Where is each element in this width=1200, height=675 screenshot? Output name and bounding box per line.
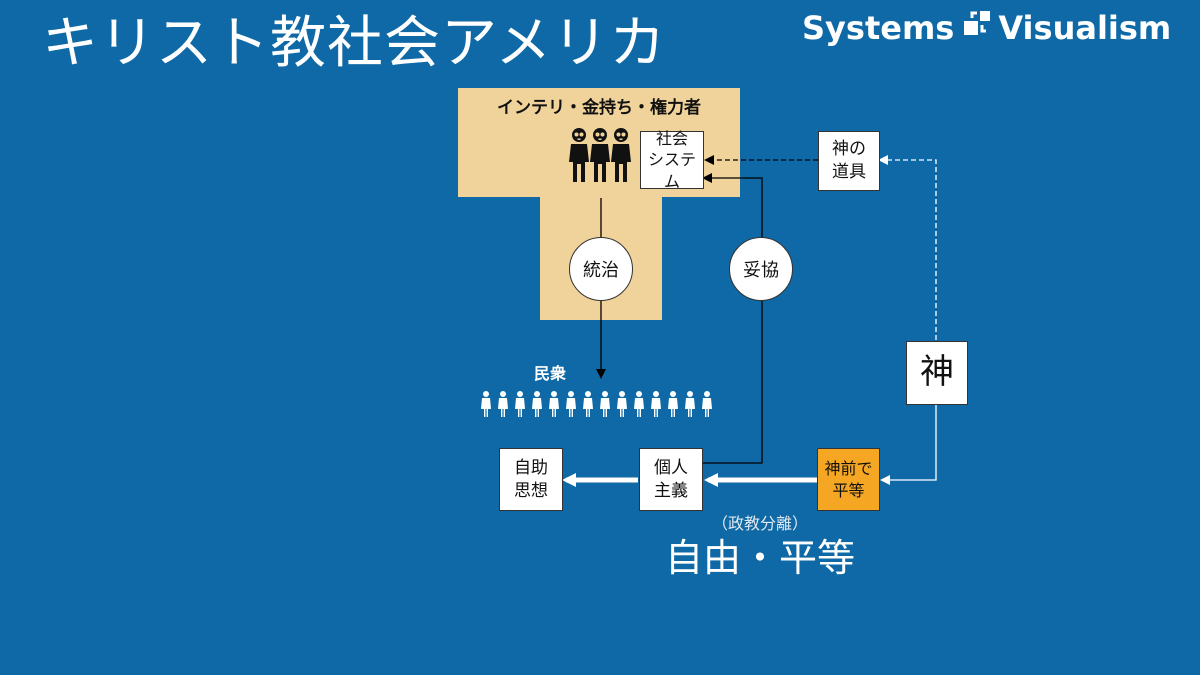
social-system-label: 社会 システム (647, 128, 696, 191)
individualism-box: 個人 主義 (639, 448, 703, 511)
people-crowd-icon (481, 391, 712, 417)
god-to-tool-arrow (878, 155, 937, 340)
god-label: 神 (920, 352, 954, 393)
god-to-equal-arrow (880, 404, 937, 485)
systems-visualism-logo-icon (962, 9, 992, 47)
masses-label: 民衆 (533, 364, 566, 383)
self-help-box: 自助 思想 (499, 448, 563, 511)
rule-label: 統治 (583, 260, 619, 281)
god-box: 神 (906, 341, 968, 405)
tool-of-god-label: 神の 道具 (832, 139, 866, 182)
social-system-box: 社会 システム (640, 129, 704, 191)
compromise-arrow (702, 173, 763, 464)
rule-circle: 統治 (569, 237, 633, 301)
self-help-label: 自助 思想 (514, 457, 548, 501)
separation-note: （政教分離） (711, 514, 808, 533)
compromise-label: 妥協 (743, 260, 779, 281)
tool-of-god-box: 神の 道具 (818, 131, 880, 191)
equal-before-god-label: 神前で 平等 (824, 458, 873, 500)
page-title: キリスト教社会アメリカ (42, 11, 667, 76)
elite-label: インテリ・金持ち・権力者 (497, 98, 701, 118)
freedom-equality-label: 自由・平等 (664, 536, 855, 580)
equal-before-god-box: 神前で 平等 (817, 448, 880, 511)
individualism-label: 個人 主義 (654, 457, 688, 501)
brand-left-text: Systems (802, 9, 955, 47)
compromise-circle: 妥協 (729, 237, 793, 301)
brand-right-text: Visualism (998, 9, 1172, 47)
brand-logo: Systems Visualism (802, 6, 1171, 50)
